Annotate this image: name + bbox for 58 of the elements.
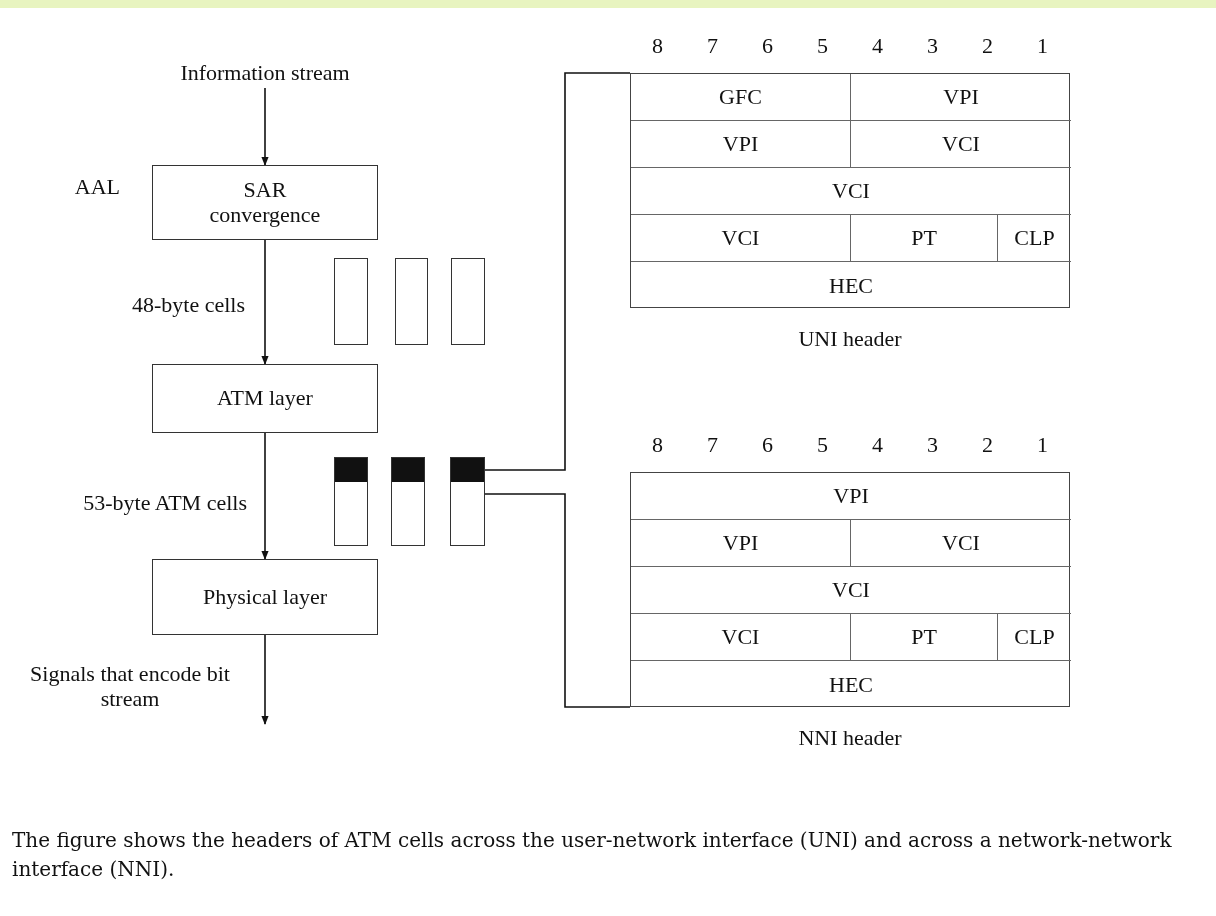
atm-cell: [391, 457, 425, 546]
field-cell: PT: [851, 614, 998, 661]
bit-number: 6: [761, 432, 774, 458]
layer-box: SAR convergence: [152, 165, 378, 240]
layer-box: Physical layer: [152, 559, 378, 635]
bit-number: 3: [926, 432, 939, 458]
bit-number: 2: [981, 432, 994, 458]
bit-number: 6: [761, 33, 774, 59]
table-caption: NNI header: [797, 725, 903, 751]
field-cell: HEC: [631, 661, 1071, 708]
edge-label: 53-byte ATM cells: [82, 490, 247, 516]
field-cell: CLP: [998, 614, 1071, 661]
field-cell: VCI: [631, 168, 1071, 215]
bit-number: 1: [1036, 33, 1049, 59]
field-cell: VPI: [851, 74, 1071, 121]
table-caption: UNI header: [797, 326, 903, 352]
field-cell: VPI: [631, 121, 851, 168]
bit-number: 7: [706, 432, 719, 458]
edge-label: 48-byte cells: [130, 292, 245, 318]
bit-number: 4: [871, 33, 884, 59]
field-cell: VPI: [631, 520, 851, 567]
atm-cell: [450, 457, 485, 546]
header-table: [630, 73, 1070, 308]
payload-cell: [451, 258, 485, 345]
bracket-line: [484, 72, 631, 471]
arrow: [261, 432, 269, 560]
field-cell: GFC: [631, 74, 851, 121]
field-cell: VCI: [631, 567, 1071, 614]
field-cell: CLP: [998, 215, 1071, 262]
layer-label: AAL: [73, 174, 120, 200]
bit-number: 8: [651, 33, 664, 59]
field-cell: VCI: [851, 520, 1071, 567]
field-cell: PT: [851, 215, 998, 262]
atm-cell: [334, 457, 368, 546]
payload-cell: [334, 258, 368, 345]
bit-number: 2: [981, 33, 994, 59]
bit-number: 5: [816, 432, 829, 458]
arrow: [261, 634, 269, 725]
layer-box: ATM layer: [152, 364, 378, 433]
edge-label: Signals that encode bit stream: [29, 661, 231, 712]
field-cell: VPI: [631, 473, 1071, 520]
bracket-line: [484, 493, 631, 708]
payload-cell: [395, 258, 428, 345]
bit-number: 8: [651, 432, 664, 458]
field-cell: VCI: [631, 614, 851, 661]
bit-number: 4: [871, 432, 884, 458]
header-table: [630, 472, 1070, 707]
bit-number: 7: [706, 33, 719, 59]
caption: The figure shows the headers of ATM cells across the user-network interface (UNI) and across a network-network interface (NNI).: [12, 827, 1173, 883]
field-cell: HEC: [631, 262, 1071, 309]
bit-number: 3: [926, 33, 939, 59]
bit-number: 5: [816, 33, 829, 59]
field-cell: VCI: [631, 215, 851, 262]
stream-label: Information stream: [140, 60, 390, 88]
arrow: [261, 87, 269, 166]
arrow: [261, 239, 269, 365]
bit-number: 1: [1036, 432, 1049, 458]
field-cell: VCI: [851, 121, 1071, 168]
